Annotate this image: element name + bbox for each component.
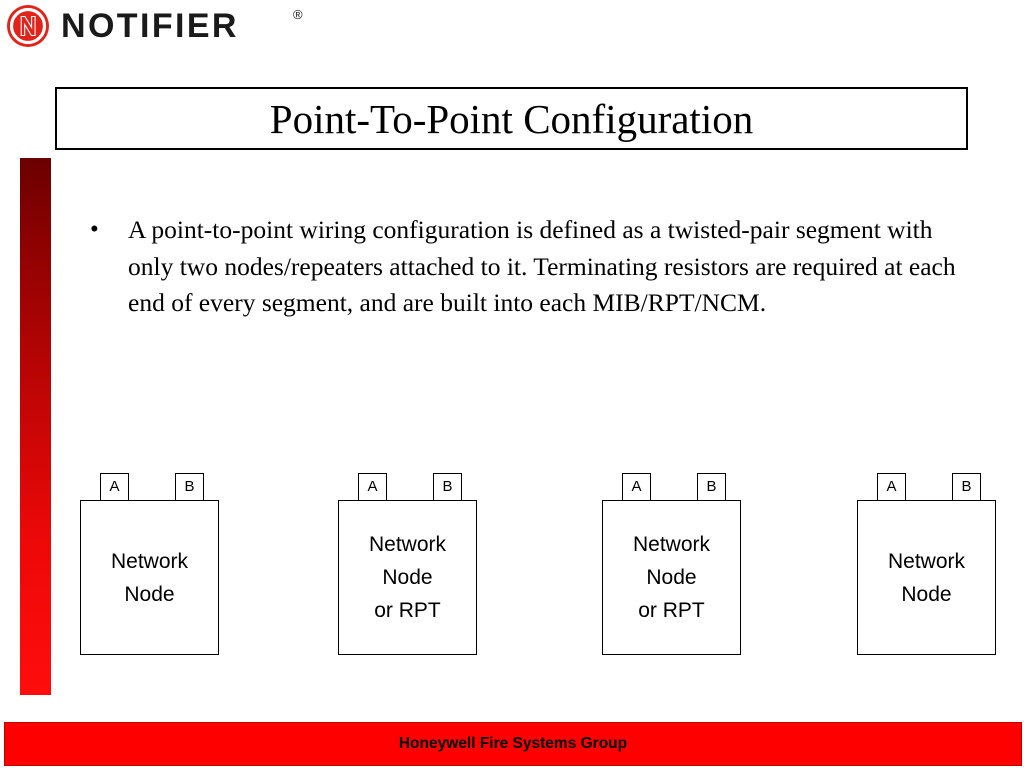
node-2-box: Network Node or RPT — [338, 500, 477, 655]
bullet-paragraph: A point-to-point wiring configuration is… — [128, 215, 956, 317]
notifier-logo-mark-icon — [6, 4, 50, 48]
node-3-terminal-a: A — [622, 473, 651, 501]
node-1-terminal-b: B — [175, 473, 204, 501]
footer-text: Honeywell Fire Systems Group — [398, 735, 628, 752]
node-4-terminal-a: A — [877, 473, 906, 501]
left-accent-bar — [20, 158, 51, 695]
network-topology-diagram: A B Network Node A B Network Node or RPT… — [0, 385, 1024, 675]
footer-bar: Honeywell Fire Systems Group — [4, 722, 1022, 766]
registered-trademark-icon: ® — [293, 7, 303, 22]
slide-title-box: Point-To-Point Configuration — [55, 87, 968, 150]
node-2-terminal-b: B — [433, 473, 462, 501]
bullet-list-item: • A point-to-point wiring configuration … — [90, 212, 980, 322]
node-1-box: Network Node — [80, 500, 219, 655]
body-content: • A point-to-point wiring configuration … — [90, 212, 980, 322]
node-4-terminal-b: B — [952, 473, 981, 501]
notifier-wordmark: NOTIFIER ® — [61, 6, 331, 46]
page-title: Point-To-Point Configuration — [269, 95, 754, 142]
notifier-wordmark-text: NOTIFIER — [61, 7, 239, 45]
node-1-label: Network Node — [110, 549, 189, 606]
node-2-label: Network Node or RPT — [368, 533, 447, 622]
node-2-terminal-a: A — [358, 473, 387, 501]
node-1-terminal-a: A — [100, 473, 129, 501]
node-3-label: Network Node or RPT — [632, 533, 711, 622]
node-3-box: Network Node or RPT — [602, 500, 741, 655]
node-3-terminal-b: B — [697, 473, 726, 501]
node-4-label: Network Node — [887, 549, 966, 606]
notifier-logo: NOTIFIER ® — [6, 2, 336, 50]
node-4-box: Network Node — [857, 500, 996, 655]
bullet-point-icon: • — [90, 216, 99, 243]
